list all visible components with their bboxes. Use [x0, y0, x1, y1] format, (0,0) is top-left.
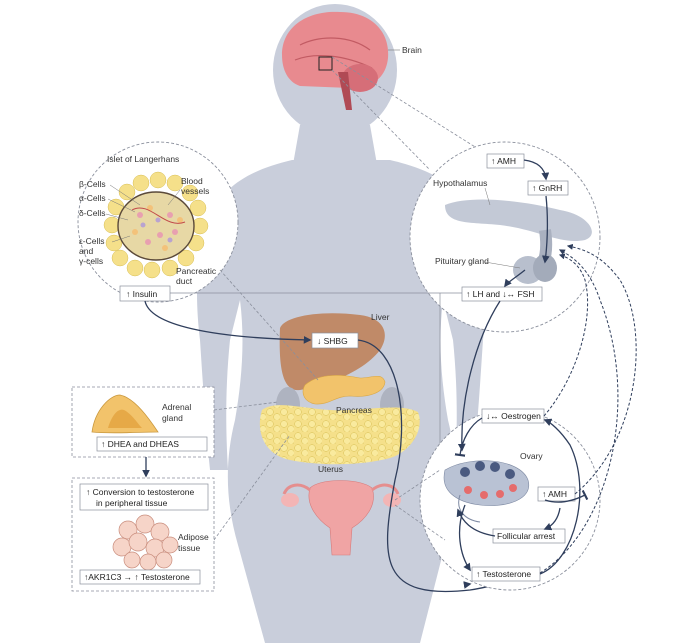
conversion-line-1: ↑ Conversion to testosterone	[86, 487, 194, 497]
brain-label: Brain	[402, 45, 422, 55]
pituitary-label: Pituitary gland	[435, 256, 489, 266]
vessels-label-1: Blood	[181, 176, 203, 186]
testosterone-box: ↑ Testosterone	[476, 569, 531, 579]
duct-label-2: duct	[176, 276, 193, 286]
zoom-line-ovary	[394, 469, 441, 501]
dhea-box: ↑ DHEA and DHEAS	[101, 439, 179, 449]
feedback-oestrogen	[543, 253, 589, 417]
and-label: and	[79, 246, 93, 256]
uterus	[281, 480, 401, 556]
gnrh-box: ↑ GnRH	[532, 183, 562, 193]
islet-illustration	[103, 171, 209, 279]
ovary-label: Ovary	[520, 451, 543, 461]
liver	[279, 313, 385, 391]
adrenal-label-1: Adrenal	[162, 402, 191, 412]
feedback-testosterone	[539, 249, 619, 574]
insulin-box: ↑ Insulin	[126, 289, 157, 299]
alpha-cells-label: α-Cells	[79, 193, 106, 203]
ovary-illustration	[443, 460, 530, 523]
arrow-lh-ovary	[457, 300, 501, 452]
oestrogen-box: ↓↔ Oestrogen	[486, 411, 541, 421]
zoom-line-islet	[219, 269, 319, 381]
beta-cells-label: β-Cells	[79, 179, 106, 189]
arrow-insulin-shbg	[144, 300, 312, 344]
pancreas-label: Pancreas	[336, 405, 372, 415]
islet-title: Islet of Langerhans	[107, 154, 179, 164]
gamma-cells-label: γ-cells	[79, 256, 103, 266]
visceral-fat	[259, 405, 420, 465]
hypothalamus-label: Hypothalamus	[433, 178, 487, 188]
lh-fsh-box: ↑ LH and ↓↔ FSH	[466, 289, 535, 299]
arrow-shbg-testosterone	[357, 339, 507, 593]
pancreas	[302, 375, 386, 405]
zoom-line-brain-2	[331, 56, 481, 151]
adrenal-illustration	[91, 394, 159, 434]
adipose-illustration	[112, 514, 179, 571]
follicular-arrest-box: Follicular arrest	[497, 531, 556, 541]
shbg-box: ↓ SHBG	[317, 336, 348, 346]
conversion-line-2: in peripheral tissue	[96, 498, 168, 508]
adrenal-label-2: gland	[162, 413, 183, 423]
liver-label: Liver	[371, 312, 390, 322]
delta-cells-label: δ-Cells	[79, 208, 105, 218]
uterus-label: Uterus	[318, 464, 343, 474]
vessels-label-2: vessels	[181, 186, 209, 196]
feedback-amh	[566, 243, 637, 495]
brain	[282, 11, 389, 110]
adipose-label-2: tissue	[178, 543, 200, 553]
akr1c3-box: ↑AKR1C3 → ↑ Testosterone	[84, 572, 190, 582]
epsilon-cells-label: ε-Cells	[79, 236, 105, 246]
duct-label-1: Pancreatic	[176, 266, 217, 276]
adipose-label-1: Adipose	[178, 532, 209, 542]
amh-ovary-box: ↑ AMH	[542, 489, 567, 499]
zoom-line-brain	[331, 69, 431, 171]
amh-top-box: ↑ AMH	[491, 156, 516, 166]
